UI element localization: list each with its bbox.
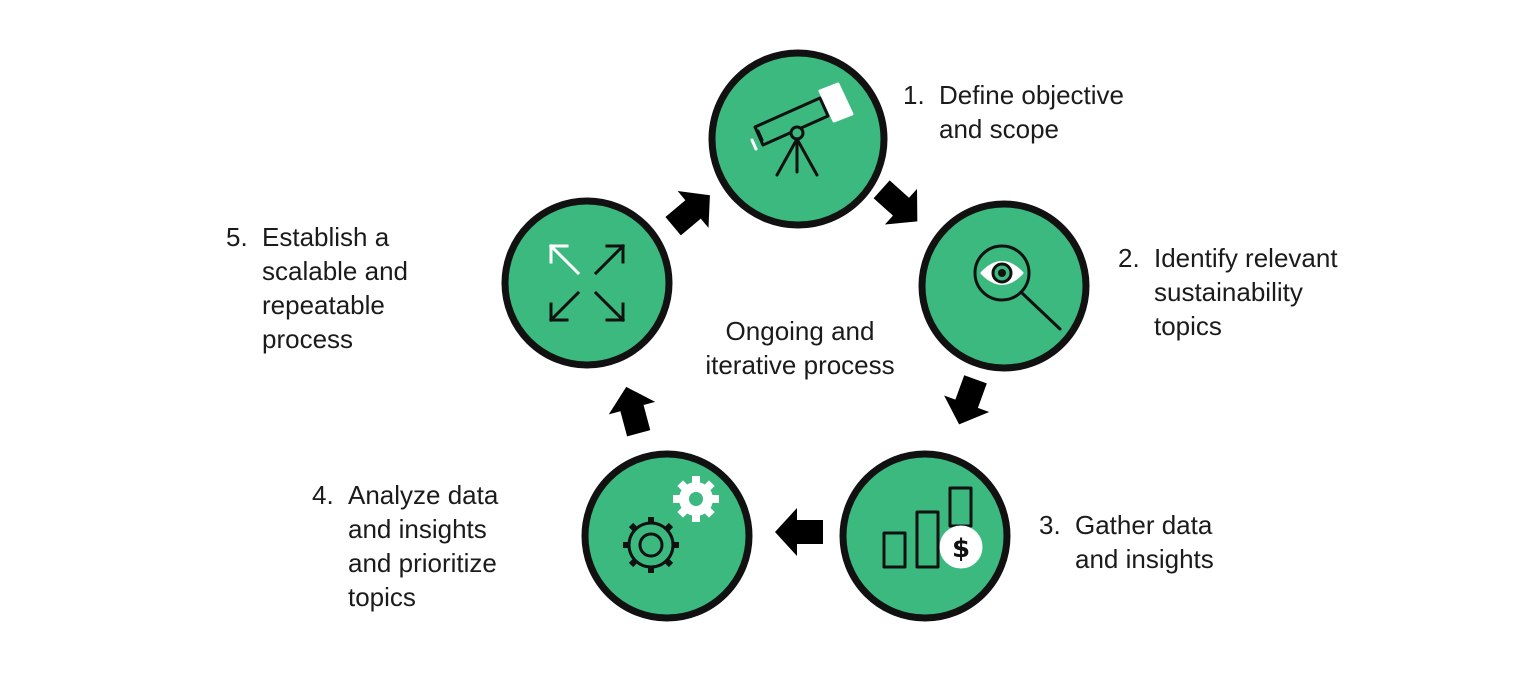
arrow-step5-to-step1 — [665, 191, 710, 236]
step-3-label: Gather data and insights — [1075, 510, 1214, 574]
step-2-node — [918, 200, 1090, 372]
arrow-step4-to-step5 — [608, 386, 656, 437]
step-1-node — [708, 49, 888, 229]
step-5-number: 5. — [226, 222, 248, 252]
arrow-step2-to-step3 — [944, 375, 990, 425]
center-label: Ongoing and iterative process — [705, 316, 895, 380]
step-1-number: 1. — [903, 80, 925, 110]
step-3-node: $ — [839, 450, 1011, 622]
step-4-label: Analyze data and insights and prioritize… — [348, 480, 499, 612]
step-2-text: 2. Identify relevant sustainability topi… — [1118, 241, 1338, 343]
telescope-icon — [750, 82, 854, 177]
step-3-circle — [839, 450, 1011, 622]
step-4-text: 4. Analyze data and insights and priorit… — [312, 478, 498, 614]
arrow-step3-to-step4 — [775, 508, 823, 556]
expand-arrows-icon — [548, 243, 626, 323]
step-2-number: 2. — [1118, 243, 1140, 273]
step-3-number: 3. — [1039, 510, 1061, 540]
gears-icon — [623, 476, 719, 573]
step-5-text: 5. Establish a scalable and repeatable p… — [226, 220, 408, 356]
svg-text:$: $ — [952, 534, 970, 564]
step-3-text: 3. Gather data and insights — [1039, 508, 1214, 576]
step-1-label: Define objective and scope — [939, 80, 1124, 144]
step-4-number: 4. — [312, 480, 334, 510]
step-5-label: Establish a scalable and repeatable proc… — [262, 222, 408, 354]
step-1-text: 1. Define objective and scope — [903, 78, 1124, 146]
step-2-circle — [918, 200, 1090, 372]
step-2-label: Identify relevant sustainability topics — [1154, 243, 1338, 341]
step-4-circle — [581, 450, 753, 622]
magnifier-eye-icon — [973, 244, 1062, 331]
step-5-node — [501, 197, 673, 369]
arrow-step1-to-step2 — [873, 180, 918, 225]
bar-chart-dollar-icon: $ — [882, 486, 983, 569]
step-4-node — [581, 450, 753, 622]
cycle-arrows — [608, 180, 990, 556]
step-5-circle — [501, 197, 673, 369]
